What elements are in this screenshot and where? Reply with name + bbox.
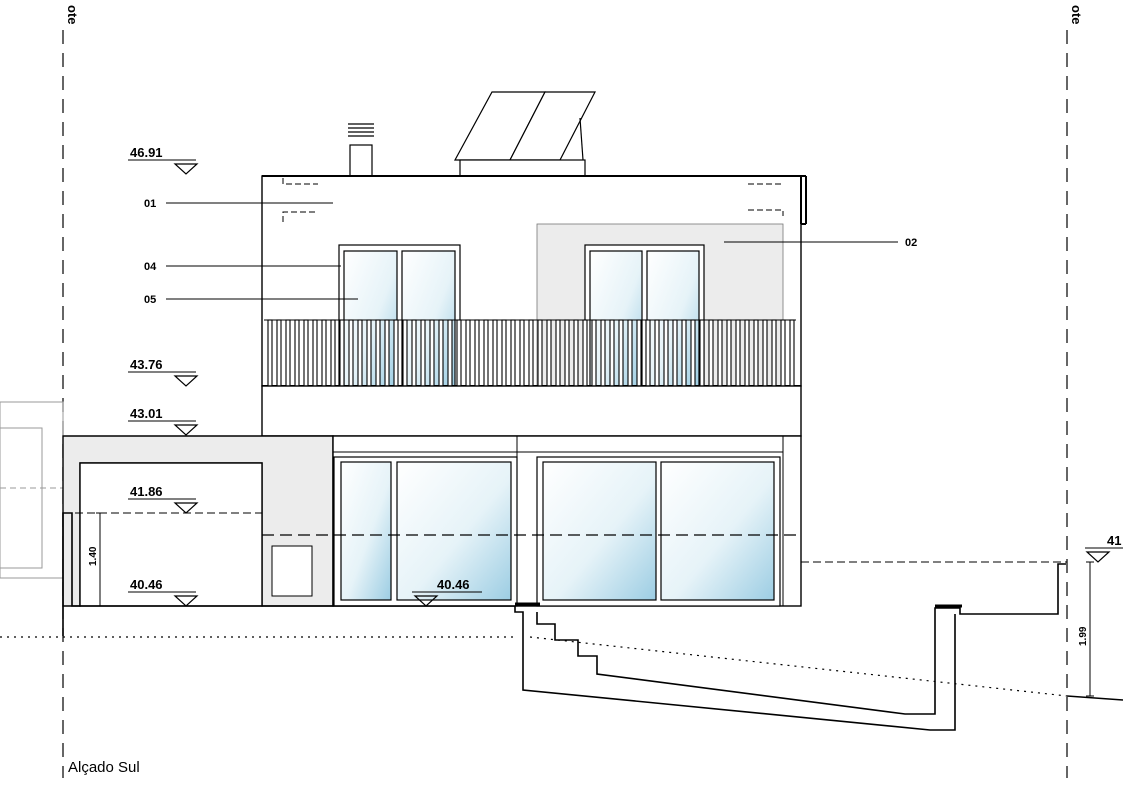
railing-post bbox=[717, 319, 723, 387]
railing-post bbox=[564, 319, 570, 387]
railing-post bbox=[483, 319, 489, 387]
dimension-label: 1.99 bbox=[1078, 626, 1089, 646]
railing-post bbox=[474, 319, 480, 387]
level-label: 41.86 bbox=[130, 484, 163, 499]
boundary-label-right: ote bbox=[1069, 5, 1084, 25]
railing-post bbox=[465, 319, 471, 387]
railing-post bbox=[708, 319, 714, 387]
railing-post bbox=[726, 319, 732, 387]
level-marker-40-46-interior: 40.46 bbox=[412, 577, 482, 607]
railing-post bbox=[276, 319, 282, 387]
level-marker-46-91: 46.91 bbox=[128, 145, 199, 175]
level-label: 40.46 bbox=[130, 577, 163, 592]
railing-post bbox=[789, 319, 795, 387]
railing-post bbox=[753, 319, 759, 387]
railing-post bbox=[456, 319, 462, 387]
railing-post bbox=[528, 319, 534, 387]
middle-band bbox=[261, 385, 802, 437]
railing-post bbox=[672, 319, 678, 387]
railing-post bbox=[618, 319, 624, 387]
railing-post bbox=[645, 319, 651, 387]
railing-post bbox=[609, 319, 615, 387]
level-label: 43.01 bbox=[130, 406, 163, 421]
railing-post bbox=[492, 319, 498, 387]
railing-post bbox=[699, 319, 705, 387]
railing-post bbox=[555, 319, 561, 387]
dimension-label: 1.40 bbox=[88, 546, 99, 566]
level-label: 46.91 bbox=[130, 145, 163, 160]
dimension-1-99: 1.99 bbox=[1078, 561, 1094, 697]
level-label: 40.46 bbox=[437, 577, 470, 592]
natural-ground-line-right bbox=[529, 636, 1068, 697]
railing-post bbox=[420, 319, 426, 387]
railing-post bbox=[366, 319, 372, 387]
railing-post bbox=[447, 319, 453, 387]
callout-04: 04 bbox=[144, 261, 341, 273]
railing-post bbox=[339, 319, 345, 387]
railing-post bbox=[375, 319, 381, 387]
railing-post bbox=[627, 319, 633, 387]
railing-post bbox=[771, 319, 777, 387]
railing-post bbox=[501, 319, 507, 387]
railing-post bbox=[636, 319, 642, 387]
balcony-railing bbox=[262, 319, 801, 387]
railing-post bbox=[780, 319, 786, 387]
railing-post bbox=[591, 319, 597, 387]
railing-post bbox=[411, 319, 417, 387]
level-marker-41-86: 41.86 bbox=[128, 484, 199, 514]
boundary-label-left: ote bbox=[65, 5, 80, 25]
callout-01: 01 bbox=[144, 198, 333, 210]
drawing-title: Alçado Sul bbox=[68, 759, 140, 776]
railing-post bbox=[384, 319, 390, 387]
level-marker-41-right: 41 bbox=[1085, 533, 1123, 563]
railing-post bbox=[582, 319, 588, 387]
level-label: 43.76 bbox=[130, 357, 163, 372]
ground-window-right bbox=[536, 456, 781, 607]
railing-post bbox=[663, 319, 669, 387]
railing-post bbox=[510, 319, 516, 387]
ground-profile bbox=[62, 512, 1123, 731]
railing-post bbox=[438, 319, 444, 387]
level-marker-43-76: 43.76 bbox=[128, 357, 199, 387]
level-marker-40-46-garage: 40.46 bbox=[128, 577, 199, 607]
callout-02: 02 bbox=[724, 237, 917, 249]
garage-block bbox=[62, 435, 334, 607]
railing-post bbox=[330, 319, 336, 387]
railing-post bbox=[690, 319, 696, 387]
callout-number: 05 bbox=[144, 294, 156, 306]
railing-post bbox=[654, 319, 660, 387]
railing-post bbox=[303, 319, 309, 387]
level-marker-43-01: 43.01 bbox=[128, 406, 199, 436]
railing-post bbox=[402, 319, 408, 387]
railing-post bbox=[681, 319, 687, 387]
callout-05: 05 bbox=[144, 294, 358, 306]
railing-post bbox=[519, 319, 525, 387]
ground-window-left bbox=[333, 456, 518, 607]
level-label: 41 bbox=[1107, 533, 1121, 548]
railing-post bbox=[735, 319, 741, 387]
railing-post bbox=[537, 319, 543, 387]
callout-number: 02 bbox=[905, 237, 917, 249]
railing-post bbox=[348, 319, 354, 387]
railing-post bbox=[267, 319, 273, 387]
railing-post bbox=[744, 319, 750, 387]
railing-post bbox=[546, 319, 552, 387]
callout-number: 01 bbox=[144, 198, 156, 210]
railing-post bbox=[285, 319, 291, 387]
railing-post bbox=[393, 319, 399, 387]
railing-post bbox=[357, 319, 363, 387]
railing-post bbox=[429, 319, 435, 387]
railing-post bbox=[600, 319, 606, 387]
railing-post bbox=[762, 319, 768, 387]
railing-post bbox=[312, 319, 318, 387]
railing-post bbox=[294, 319, 300, 387]
railing-post bbox=[321, 319, 327, 387]
dimension-1-40: 1.40 bbox=[88, 512, 104, 607]
neighbour-building bbox=[0, 401, 64, 579]
roof-equipment bbox=[348, 91, 596, 177]
callout-number: 04 bbox=[144, 261, 157, 273]
railing-post bbox=[573, 319, 579, 387]
